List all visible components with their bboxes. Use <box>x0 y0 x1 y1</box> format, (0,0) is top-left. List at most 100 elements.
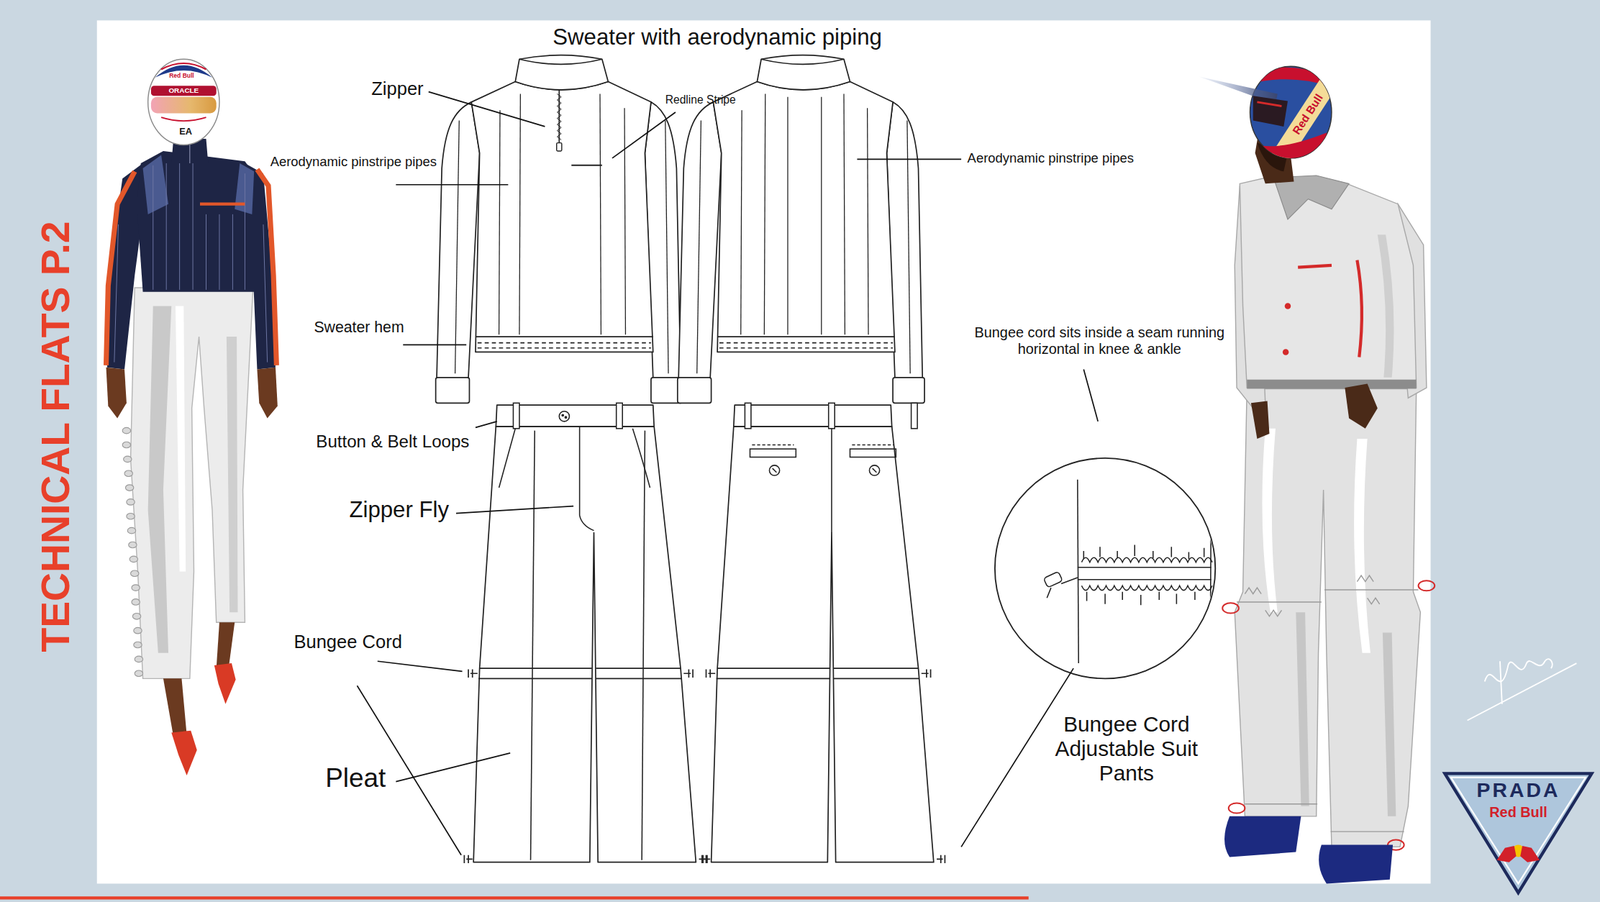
white-panel <box>97 20 1431 884</box>
logo-badge: PRADARed Bull <box>1441 770 1595 896</box>
model-left-figure-part <box>163 678 188 737</box>
model-left-figure-part <box>171 730 197 776</box>
model-left-figure-part-part <box>192 161 194 290</box>
bungee-detail-circle-part <box>994 458 1216 679</box>
pants-back-flat-part-part <box>850 448 897 457</box>
pants-front-flat-part-part <box>564 416 567 418</box>
pants-back-flat-part-part <box>769 465 780 476</box>
bungee-detail-circle-part-part <box>1043 571 1063 588</box>
bungee-detail-circle-part-part <box>1087 592 1195 606</box>
model-right-figure-part <box>1253 95 1288 127</box>
pants-back-flat-part-part <box>869 465 880 476</box>
model-right-figure-part-part <box>1228 802 1246 813</box>
model-right-figure-part <box>1239 175 1416 388</box>
sweater-back-flat-part <box>741 94 869 336</box>
model-right-figure-part-part <box>1244 803 1318 805</box>
pants-front-flat-part-part <box>632 428 650 488</box>
model-left-figure-part <box>106 171 136 366</box>
part-label: Aerodynamic pinstripe pipes <box>270 153 437 170</box>
model-left-figure-part <box>216 622 236 669</box>
leader-lines-part <box>1083 369 1098 422</box>
signature-part <box>1500 661 1503 705</box>
model-left-figure-part <box>148 306 172 654</box>
model-right-figure-part <box>1297 265 1332 268</box>
model-left-figure-part <box>214 663 236 705</box>
model-left-figure-part <box>189 143 190 164</box>
sweater-front-flat-part-part <box>600 94 601 336</box>
model-left-figure-part <box>151 97 217 114</box>
model-left-figure-part <box>151 85 217 96</box>
part-label: Pleat <box>325 763 386 794</box>
model-right-figure-part <box>1295 612 1309 807</box>
part-label: Bungee Cord <box>293 631 402 653</box>
model-left-figure-part-part <box>166 163 167 290</box>
leader-lines-part <box>475 421 498 429</box>
pants-front-flat-part-part <box>499 428 516 488</box>
model-left-figure-part-part <box>205 214 207 290</box>
pants-back-flat-part-part <box>851 444 894 447</box>
pants-front-flat-part-part <box>579 426 595 531</box>
model-right-figure-part-part <box>1356 575 1380 605</box>
model-left-figure-part <box>161 117 206 121</box>
bungee-detail-circle-part <box>1043 479 1213 664</box>
badge-inner-rim <box>1451 777 1586 885</box>
pants-back-flat-part-part <box>830 428 833 534</box>
bungee-detail-circle-part-part <box>1083 545 1204 560</box>
model-left-figure-part <box>130 287 254 679</box>
part-label: Aerodynamic pinstripe pipes <box>967 150 1134 166</box>
model-right-figure-part <box>1234 388 1421 847</box>
bungee-detail-circle-part-part <box>1077 566 1212 569</box>
model-right-figure-part-part <box>1250 132 1327 164</box>
helmet-logo-text: ORACLE <box>168 86 199 95</box>
model-right-figure <box>1199 62 1436 885</box>
pants-front-flat-part-part <box>530 430 536 861</box>
model-left-figure-part <box>114 161 268 362</box>
model-left-figure-part <box>122 427 143 677</box>
model-right-figure-part <box>1282 348 1290 356</box>
pants-back-flat-part <box>744 402 918 533</box>
model-right-figure-part <box>1250 62 1347 167</box>
pants-front-flat-part-part <box>616 402 624 429</box>
pants-back-flat-part-part <box>751 444 794 447</box>
pants-back-flat <box>702 402 946 864</box>
bungee-detail-circle-part-part <box>1077 579 1212 581</box>
model-right-figure-part <box>1284 302 1292 310</box>
model-left-figure-part-part <box>244 173 246 290</box>
bungee-detail-circle-part-part <box>1061 577 1078 585</box>
model-right-figure-part <box>1224 816 1301 858</box>
signature <box>1467 658 1577 721</box>
sweater-back-flat-part-part <box>764 94 765 336</box>
sweater-front-flat <box>435 55 683 404</box>
leader-lines-part <box>395 753 511 783</box>
part-label: Zipper Fly <box>348 497 449 524</box>
sweater-front-flat-part <box>435 55 683 404</box>
brand-name: PRADA <box>1476 778 1561 803</box>
bungee-detail-circle-part-part <box>1081 557 1213 562</box>
sweater-front-flat-part-part <box>519 94 521 336</box>
sweater-back-flat-part-part <box>867 107 869 335</box>
bull-logo <box>1497 846 1517 863</box>
signature-part <box>1467 663 1577 721</box>
pants-back-flat-part-part <box>872 468 877 473</box>
model-left-figure-part-part <box>179 161 180 290</box>
red-rule <box>0 896 1029 900</box>
pants-front-flat-part-part <box>558 411 570 422</box>
model-left-figure-part-part <box>263 224 268 363</box>
pants-back-flat-part <box>702 405 946 864</box>
model-left-figure-part-part <box>232 214 234 290</box>
sweater-front-flat-part-part <box>556 143 562 152</box>
model-left-figure-part <box>136 151 256 293</box>
model-left-figure-part <box>200 202 245 206</box>
signature-part <box>1484 658 1553 682</box>
bungee-detail-circle-part-part <box>1046 587 1052 598</box>
detail-caption: Bungee Cord Adjustable Suit Pants <box>1050 712 1204 787</box>
pants-back-flat-part-part <box>772 468 777 473</box>
pants-front-flat-part <box>499 402 651 861</box>
model-left-figure <box>106 58 278 776</box>
leader-lines-part <box>395 184 508 186</box>
pants-back-flat-part-part <box>828 402 836 429</box>
sweater-back-flat-part-part <box>741 110 742 335</box>
